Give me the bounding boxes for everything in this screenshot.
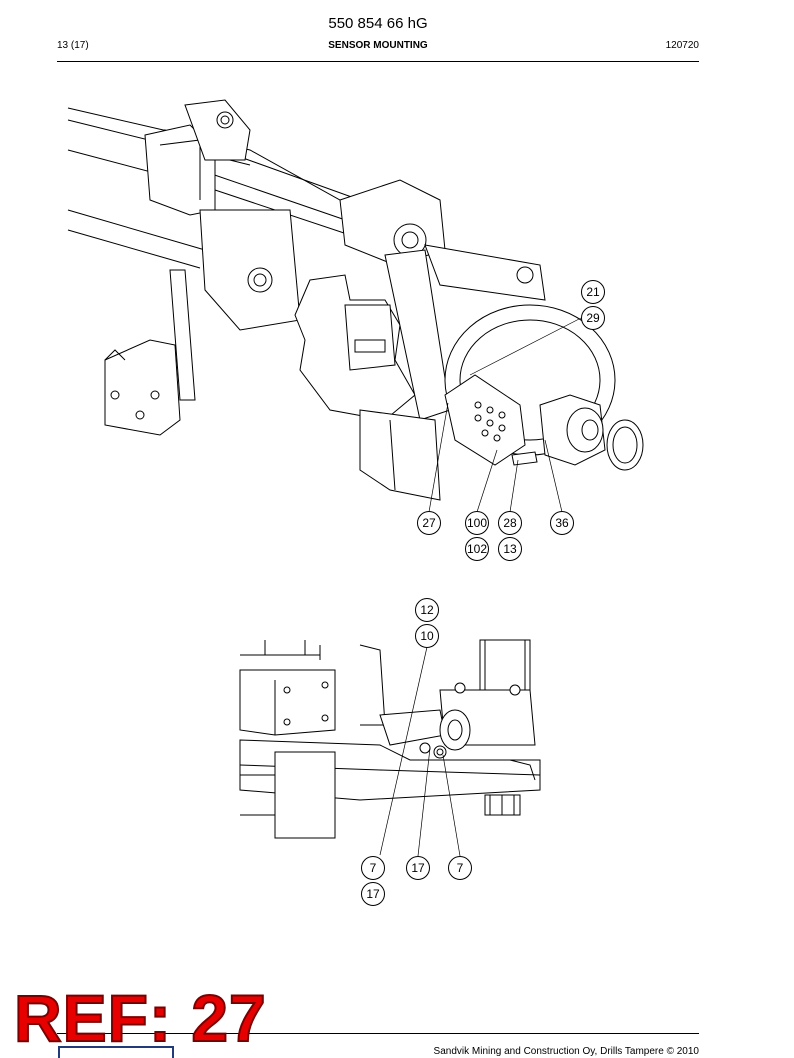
sandvik-logo	[58, 1046, 174, 1058]
header-rule	[57, 61, 699, 62]
footer-rule	[57, 1033, 699, 1034]
callout-102: 102	[465, 537, 489, 561]
page-number: 13 (17)	[57, 40, 89, 51]
callout-17-left: 17	[361, 882, 385, 906]
svg-text:102: 102	[467, 542, 487, 556]
svg-text:17: 17	[366, 887, 380, 901]
svg-text:29: 29	[586, 311, 600, 325]
svg-text:36: 36	[555, 516, 569, 530]
svg-text:100: 100	[467, 516, 487, 530]
header-row: 13 (17) SENSOR MOUNTING 120720	[57, 40, 699, 54]
svg-text:28: 28	[503, 516, 517, 530]
svg-text:17: 17	[411, 861, 425, 875]
bottom-leader-lines	[379, 646, 461, 857]
svg-text:7: 7	[370, 861, 377, 875]
callout-13: 13	[498, 537, 522, 561]
callout-7-left: 7	[361, 856, 385, 880]
callout-7-right: 7	[448, 856, 472, 880]
svg-text:12: 12	[420, 603, 434, 617]
revision-date: 120720	[665, 40, 699, 51]
footer-copyright: Sandvik Mining and Construction Oy, Dril…	[433, 1046, 699, 1057]
callout-36: 36	[550, 511, 574, 535]
callout-29: 29	[581, 306, 605, 330]
callout-10: 10	[415, 624, 439, 648]
svg-text:21: 21	[586, 285, 600, 299]
callout-27: 27	[417, 511, 441, 535]
callout-12: 12	[415, 598, 439, 622]
svg-text:7: 7	[457, 861, 464, 875]
callout-100: 100	[465, 511, 489, 535]
top-assembly-illustration	[67, 99, 644, 501]
callout-17-middle: 17	[406, 856, 430, 880]
svg-text:27: 27	[422, 516, 436, 530]
callout-28: 28	[498, 511, 522, 535]
top-leader-lines	[428, 317, 582, 513]
svg-text:13: 13	[503, 542, 517, 556]
document-number: 550 854 66 hG	[328, 15, 428, 32]
svg-text:10: 10	[420, 629, 434, 643]
callout-21: 21	[581, 280, 605, 304]
bottom-detail-illustration	[239, 639, 541, 839]
ref-stamp: REF: 27	[13, 981, 267, 1055]
section-title: SENSOR MOUNTING	[328, 40, 428, 51]
